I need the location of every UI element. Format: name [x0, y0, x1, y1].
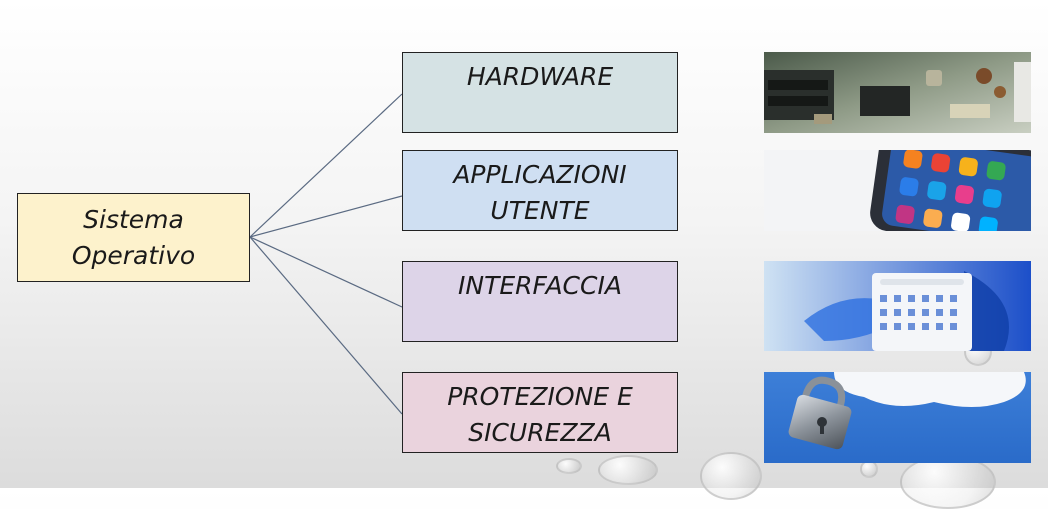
connector-hardware [249, 93, 403, 238]
hardware-label: HARDWARE [466, 62, 614, 91]
applicazioni-label-line2: UTENTE [490, 196, 590, 225]
water-drop [700, 452, 762, 500]
protezione-label-line1: PROTEZIONE E [447, 382, 633, 411]
applicazioni-utente-box: APPLICAZIONI UTENTE [402, 150, 678, 231]
connector-interfaccia [249, 236, 403, 308]
connector-applicazioni [249, 195, 403, 238]
padlock-cloud-image [764, 372, 1031, 463]
smartphone-apps-image [764, 150, 1031, 231]
hardware-box: HARDWARE [402, 52, 678, 133]
interfaccia-box: INTERFACCIA [402, 261, 678, 342]
interfaccia-label: INTERFACCIA [458, 271, 622, 300]
root-label-line1: Sistema [83, 204, 184, 234]
water-drop [598, 455, 658, 485]
applicazioni-label-line1: APPLICAZIONI [453, 160, 627, 189]
protezione-label-line2: SICUREZZA [468, 418, 612, 447]
root-label-line2: Operativo [71, 240, 196, 270]
water-drop [556, 458, 582, 474]
water-drop [900, 455, 996, 509]
protezione-sicurezza-box: PROTEZIONE E SICUREZZA [402, 372, 678, 453]
sistema-operativo-box: Sistema Operativo [17, 193, 250, 282]
connector-protezione [249, 236, 403, 415]
circuit-board-image [764, 52, 1031, 133]
connector-lines [249, 93, 403, 415]
windows-start-menu-image [764, 261, 1031, 351]
